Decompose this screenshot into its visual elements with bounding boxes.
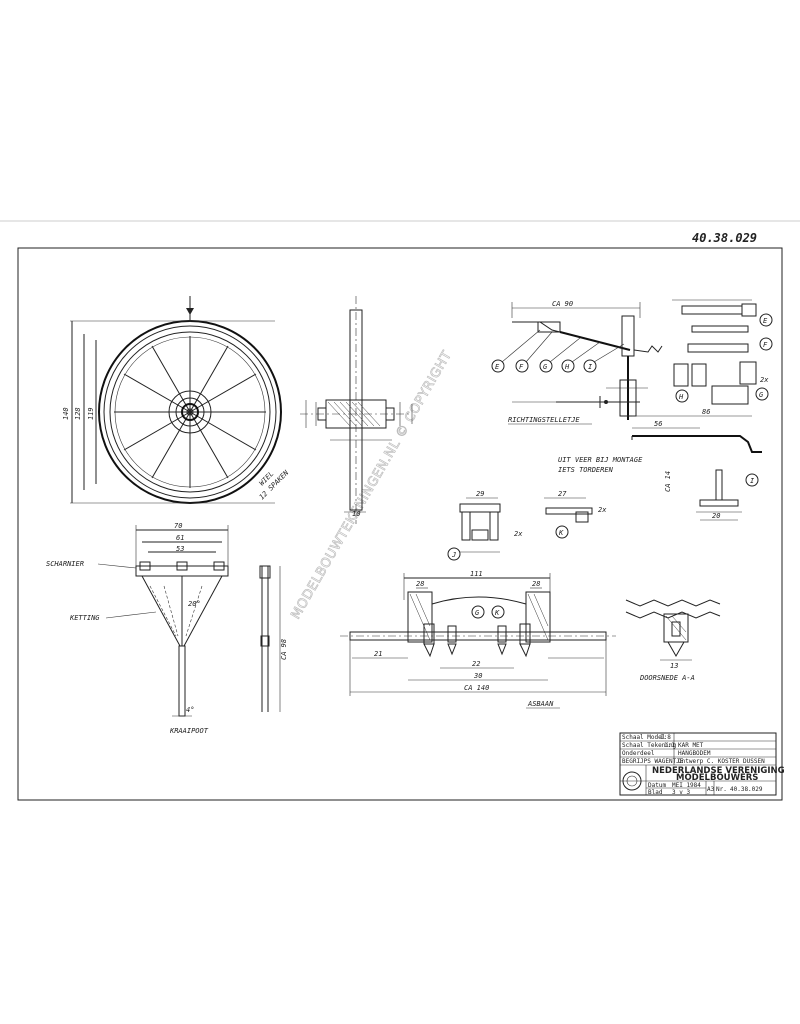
svg-text:F: F: [763, 341, 768, 349]
wheel-front-view: [98, 296, 282, 504]
label-spring-note-1: UIT VEER BIJ MONTAGE: [558, 456, 643, 464]
dim-crow-4deg: 4°: [186, 706, 194, 714]
tb-name-line-2: HANGBODEM: [678, 750, 711, 757]
section-a-a: [625, 599, 721, 661]
label-steering: RICHTINGSTELLETJE: [508, 416, 580, 424]
tb-blad-label: Blad: [648, 789, 663, 796]
drawing-frame: [17, 247, 783, 801]
leader-chain: [105, 611, 157, 619]
detail-k-plate: K: [544, 497, 593, 539]
dim-k-2x: 2x: [598, 506, 607, 514]
dim-j-29: 29: [476, 490, 484, 498]
tb-nr-value: 40.38.029: [730, 786, 763, 793]
svg-text:E: E: [495, 363, 500, 371]
label-crow-foot: KRAAIPOOT: [169, 727, 209, 735]
svg-text:J: J: [451, 551, 456, 559]
tb-datum-label: Datum: [648, 782, 666, 789]
dim-wheel-119: 119: [87, 407, 95, 420]
svg-text:I: I: [750, 477, 755, 485]
svg-text:H: H: [564, 363, 570, 371]
tb-schaal-tek-label: Schaal Tekening: [622, 742, 677, 749]
dim-parts-2x: 2x: [760, 376, 769, 384]
svg-text:I: I: [588, 363, 593, 371]
axle-assembly: G K: [340, 573, 616, 696]
dim-section-13: 13: [670, 662, 678, 670]
label-spring-note-2: IETS TORDEREN: [558, 466, 614, 474]
tb-name-line-1: KAR MET: [678, 742, 704, 749]
label-chain: KETTING: [69, 614, 100, 622]
callout-f-steer: F: [515, 331, 553, 373]
callout-h-steer: H: [561, 341, 601, 373]
drawing-number-top: 40.38.029: [692, 231, 757, 245]
steering-assembly: [511, 302, 663, 420]
dim-axle-111: 111: [470, 570, 483, 578]
dim-crow-ca98: CA 98: [280, 639, 288, 660]
dim-lever-20: 20: [712, 512, 720, 520]
dim-wheel-128: 128: [74, 407, 82, 420]
label-section: DOORSNEDE A-A: [639, 674, 695, 682]
crow-foot-view: [135, 525, 281, 717]
tb-schaal-model-label: Schaal Model: [622, 734, 666, 741]
dim-axle-ca140: CA 140: [464, 684, 489, 692]
detail-g-h-parts: H G: [673, 361, 769, 405]
dim-j-2x: 2x: [514, 530, 523, 538]
tb-onderdeel-value: BEGRIJPS WAGENTJE: [622, 758, 684, 765]
detail-j-bracket: J: [447, 497, 501, 561]
tb-format: A3: [707, 786, 715, 793]
title-block: [619, 732, 777, 796]
dim-steering-ca90: CA 90: [552, 300, 573, 308]
tb-schaal-tek-value: 1:1: [664, 742, 675, 749]
dim-wheel-140: 140: [62, 407, 70, 420]
label-axle: ASBAAN: [527, 700, 554, 708]
dim-crow-70: 70: [174, 522, 182, 530]
dim-k-27: 27: [558, 490, 567, 498]
svg-text:E: E: [763, 317, 768, 325]
detail-i-lever: I: [631, 415, 762, 521]
callout-g-steer: G: [539, 337, 581, 373]
dim-crow-20deg: 20°: [188, 600, 201, 608]
tb-org-line-1: NEDERLANDSE VERENIGING: [652, 766, 785, 776]
dim-axle-30: 30: [473, 672, 482, 680]
dim-lever-ca14: CA 14: [664, 471, 672, 492]
dim-lever-86: 86: [702, 408, 710, 416]
tb-nr-label: Nr.: [716, 786, 727, 793]
detail-e-bracket: E F: [672, 299, 773, 353]
dim-lever-56: 56: [654, 420, 662, 428]
svg-text:G: G: [543, 363, 548, 371]
callout-i-steer: I: [583, 343, 625, 373]
dim-wheel-width: 10: [352, 510, 360, 518]
svg-text:G: G: [759, 391, 764, 399]
svg-text:G: G: [475, 609, 480, 617]
wheel-dimensions: [70, 320, 275, 504]
dim-axle-21: 21: [374, 650, 382, 658]
dim-axle-22: 22: [472, 660, 480, 668]
dim-crow-53: 53: [176, 545, 184, 553]
tb-org-line-2: MODELBOUWERS: [676, 773, 758, 783]
svg-text:F: F: [519, 363, 524, 371]
leader-hinge: [97, 563, 137, 569]
tb-blad-value: 3 v 3: [672, 789, 690, 796]
tb-ontwerp: Ontwerp C. KOSTER DUSSEN: [678, 758, 765, 765]
copyright-watermark: MODELBOUWTEKENINGEN.NL © COPYRIGHT: [288, 348, 455, 622]
dim-crow-61: 61: [176, 534, 184, 542]
label-hinge: SCHARNIER: [46, 560, 84, 568]
svg-text:H: H: [678, 393, 684, 401]
dim-axle-28b: 28: [532, 580, 540, 588]
dim-axle-28a: 28: [416, 580, 424, 588]
wheel-side-section: [300, 296, 413, 524]
svg-text:K: K: [558, 529, 564, 537]
tb-onderdeel-label: Onderdeel: [622, 750, 655, 757]
tb-schaal-model-value: 1:8: [660, 734, 671, 741]
svg-text:K: K: [494, 609, 500, 617]
callout-e-steer: E: [491, 329, 541, 373]
tb-datum-value: MEI 1984: [672, 782, 701, 789]
